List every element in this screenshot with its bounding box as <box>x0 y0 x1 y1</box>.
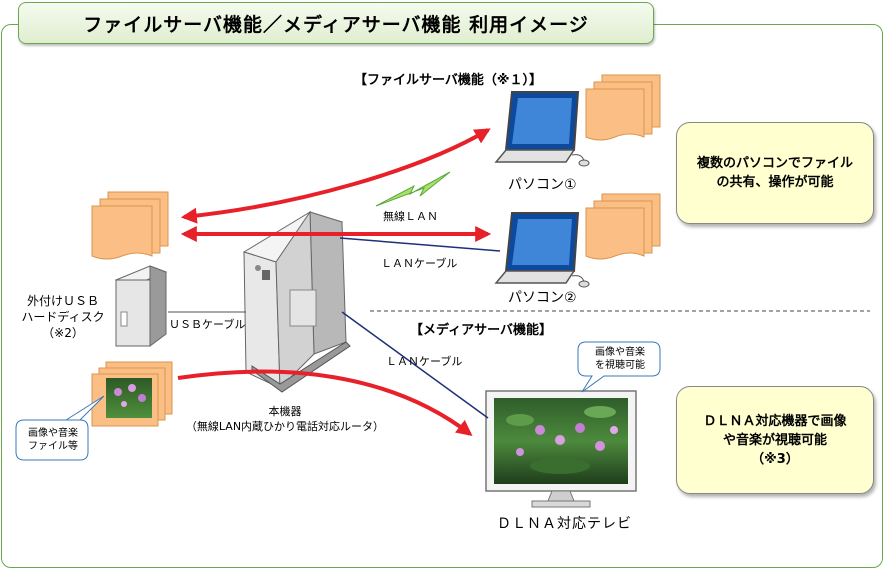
title-tab: ファイルサーバ機能／メディアサーバ機能 利用イメージ <box>18 2 654 44</box>
hdd-label-line3: （※2） <box>42 326 84 340</box>
arrow-file-sharing-pc1 <box>180 128 491 224</box>
lan-cable-label-pc2: ＬＡＮケーブル <box>381 257 458 270</box>
callout-view-line2: を視聴可能 <box>595 360 645 371</box>
lan-cable-line-pc2 <box>339 237 501 252</box>
usb-cable-label: ＵＳＢケーブル <box>169 318 246 331</box>
callout-view-line1: 画像や音楽 <box>595 347 645 358</box>
page-title: ファイルサーバ機能／メディアサーバ機能 利用イメージ <box>83 13 589 36</box>
router-label: 本機器 （無線LAN内蔵ひかり電話対応ルータ） <box>170 404 400 434</box>
photo-stack <box>91 361 173 427</box>
callout-files-shape <box>15 395 105 461</box>
callout-files-text: 画像や音楽 ファイル等 <box>18 427 88 453</box>
tv-icon <box>485 390 637 508</box>
wireless-bolt-icon <box>375 171 451 207</box>
note-dlna: ＤＬＮＡ対応機器で画像 や音楽が視聴可能 （※3） <box>676 386 874 494</box>
media-server-section-title: 【メディアサーバ機能】 <box>410 323 552 338</box>
note-dlna-line1: ＤＬＮＡ対応機器で画像 <box>703 413 847 429</box>
note-dlna-line2: や音楽が視聴可能 <box>722 432 827 448</box>
callout-view-shape <box>577 341 661 393</box>
laptop-pc1-icon <box>494 91 590 167</box>
hdd-label: 外付けＵＳＢ ハードディスク （※2） <box>8 293 118 341</box>
router-label-line1: 本機器 <box>268 405 302 418</box>
lan-cable-label-tv: ＬＡＮケーブル <box>386 355 463 368</box>
hdd-label-line2: ハードディスク <box>21 310 105 324</box>
note-file-sharing-line1: 複数のパソコンでファイル <box>696 156 853 171</box>
lan-cable-line-tv <box>341 311 489 419</box>
laptop-pc2-icon <box>494 212 590 288</box>
folder-stack-hdd <box>91 191 169 260</box>
note-file-sharing-line2: の共有、操作が可能 <box>716 175 834 190</box>
callout-files-line2: ファイル等 <box>28 441 78 452</box>
pc1-label: パソコン① <box>508 177 577 193</box>
folder-stack-pc1 <box>585 74 661 141</box>
note-file-sharing: 複数のパソコンでファイル の共有、操作が可能 <box>676 122 874 224</box>
tv-label: ＤＬＮＡ対応テレビ <box>497 516 632 532</box>
arrow-media-streaming <box>177 369 473 436</box>
callout-files-line1: 画像や音楽 <box>28 428 78 439</box>
note-dlna-line3: （※3） <box>751 451 799 467</box>
pc2-label: パソコン② <box>508 290 577 306</box>
callout-view-text: 画像や音楽 を視聴可能 <box>580 346 660 372</box>
external-hdd-icon <box>114 265 168 347</box>
hdd-label-line1: 外付けＵＳＢ <box>26 294 99 308</box>
router-label-line2: （無線LAN内蔵ひかり電話対応ルータ） <box>185 420 385 433</box>
wireless-lan-label: 無線ＬＡＮ <box>383 210 438 223</box>
file-server-section-title: 【ファイルサーバ機能（※１）】 <box>354 73 543 88</box>
router-icon <box>242 210 351 393</box>
folder-stack-pc2 <box>585 193 661 260</box>
